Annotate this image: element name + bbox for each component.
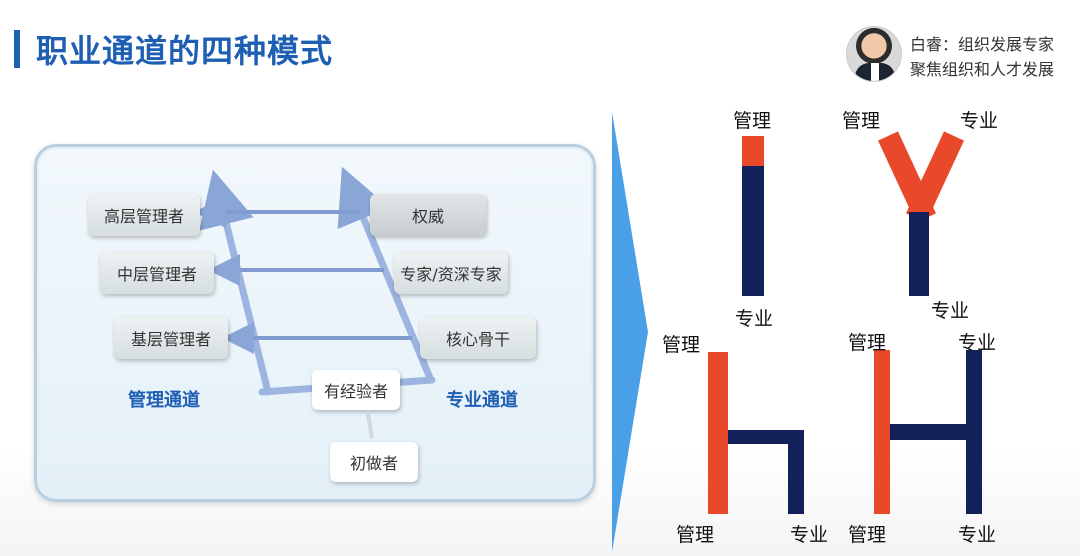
H-model-top-right-label: 专业 <box>958 328 996 355</box>
i-model-bottom-label: 专业 <box>735 304 773 331</box>
h-model-top-label: 管理 <box>662 330 700 357</box>
H-model-management-bar <box>874 350 890 514</box>
i-model-professional-bar <box>742 166 764 296</box>
y-model-left-label: 管理 <box>842 106 880 133</box>
y-model-right-label: 专业 <box>960 106 998 133</box>
h-model-professional-bar <box>788 430 804 514</box>
H-model-bottom-left-label: 管理 <box>848 520 886 547</box>
h-model-management-bar <box>708 352 728 514</box>
y-model-bottom-label: 专业 <box>931 296 969 323</box>
H-model-bottom-right-label: 专业 <box>958 520 996 547</box>
h-model-bottom-left-label: 管理 <box>676 520 714 547</box>
H-model-professional-bar <box>966 350 982 514</box>
H-model-top-left-label: 管理 <box>848 328 886 355</box>
H-model-crossbar <box>890 424 968 440</box>
i-model-management-bar <box>742 136 764 166</box>
h-model-bottom-right-label: 专业 <box>790 520 828 547</box>
i-model-top-label: 管理 <box>733 106 771 133</box>
y-model-stem <box>909 212 929 296</box>
y-model-professional-arm <box>916 136 954 218</box>
